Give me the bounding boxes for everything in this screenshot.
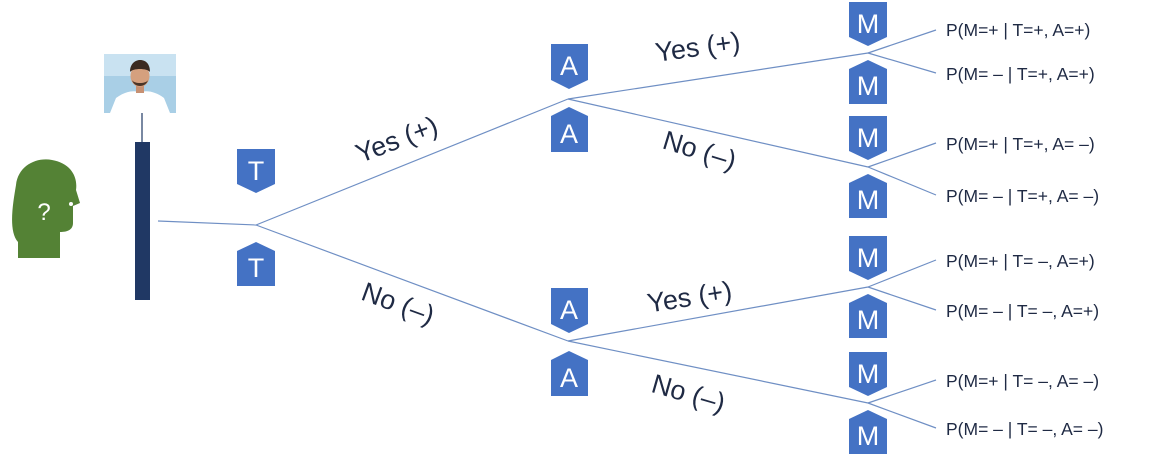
a-node-top-no: A (551, 107, 588, 152)
unknown-person-icon: ? (12, 159, 80, 258)
outcome-label: P(M= – | T=+, A=+) (946, 64, 1095, 84)
branch-label-a-top-yes: Yes (+) (653, 26, 742, 68)
a-node-top-no-letter: A (560, 119, 578, 149)
t-node-no-letter: T (248, 253, 265, 283)
branch-label-t-no: No (–) (358, 277, 439, 331)
m-node-1: M (849, 2, 887, 46)
outcome-label: P(M= – | T=+, A= –) (946, 186, 1099, 206)
t-node-yes: T (237, 149, 275, 193)
outcome-label: P(M=+ | T=+, A= –) (946, 134, 1095, 154)
a-node-bottom-yes-letter: A (560, 295, 578, 325)
question-mark: ? (37, 199, 50, 226)
svg-text:M: M (857, 185, 880, 215)
person-photo (104, 54, 176, 113)
svg-text:M: M (857, 243, 880, 273)
m-node-4: M (849, 174, 887, 218)
m-node-2: M (849, 60, 887, 104)
a-node-top-yes-letter: A (560, 51, 578, 81)
a-node-bottom-yes: A (551, 288, 588, 333)
timeline-bar (135, 142, 150, 300)
branch-label-a-bottom-no: No (–) (648, 369, 728, 419)
t-node-yes-letter: T (248, 156, 265, 186)
branch-label-a-top-no: No (–) (659, 125, 740, 176)
a-node-top-yes: A (551, 44, 588, 89)
t-node-no: T (237, 242, 275, 286)
svg-text:M: M (857, 421, 880, 451)
m-node-7: M (849, 352, 887, 396)
outcome-label: P(M= – | T= –, A=+) (946, 301, 1099, 321)
a-node-bottom-no-letter: A (560, 363, 578, 393)
a-node-bottom-no: A (551, 351, 588, 396)
svg-text:M: M (857, 123, 880, 153)
m-node-3: M (849, 116, 887, 160)
m-node-8: M (849, 410, 887, 454)
tree-edges (157, 29, 937, 429)
branch-label-a-bottom-yes: Yes (+) (645, 276, 734, 319)
svg-text:M: M (857, 71, 880, 101)
outcome-label: P(M=+ | T= –, A= –) (946, 371, 1099, 391)
outcome-label: P(M=+ | T= –, A=+) (946, 251, 1095, 271)
outcome-label: P(M= – | T= –, A= –) (946, 419, 1103, 439)
branch-label-t-yes: Yes (+) (352, 110, 442, 169)
outcome-label: P(M=+ | T=+, A=+) (946, 20, 1090, 40)
svg-text:M: M (857, 9, 880, 39)
m-node-6: M (849, 294, 887, 338)
m-node-5: M (849, 236, 887, 280)
svg-text:M: M (857, 305, 880, 335)
svg-text:M: M (857, 359, 880, 389)
